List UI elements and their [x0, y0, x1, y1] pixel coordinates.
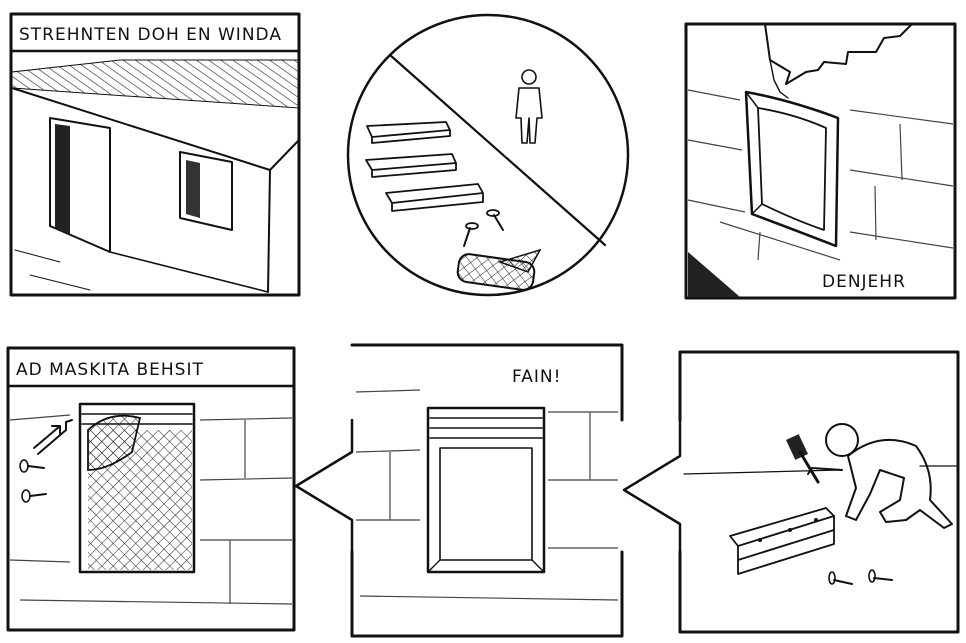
mesh-roll-illustration — [456, 250, 540, 291]
repaired-window-illustration — [428, 408, 544, 572]
person-icon — [516, 70, 542, 143]
panel-damage: DENJEHR — [686, 24, 955, 298]
brick-wall — [688, 90, 953, 260]
shadow-corner — [688, 252, 740, 297]
panel-4-caption: AD MASKITA BEHSIT — [16, 360, 204, 380]
nails-icon — [464, 210, 503, 246]
nails-icon — [829, 570, 892, 584]
screened-window-illustration — [80, 404, 194, 572]
panel-worker — [680, 352, 958, 632]
brick-wall — [356, 390, 618, 600]
panel-fixed-window: FAIN! — [352, 345, 622, 636]
panel-1-frame — [11, 14, 299, 295]
panel-screen-install: AD MASKITA BEHSIT — [8, 348, 294, 630]
flow-arrow-left-1 — [296, 420, 352, 552]
panel-3-caption: DENJEHR — [822, 272, 906, 292]
panel-1-caption: STREHNTEN DOH EN WINDA — [19, 25, 282, 45]
nails-icon — [20, 460, 46, 502]
panel-2-frame — [348, 15, 628, 295]
flow-arrow-left-2 — [624, 420, 680, 552]
damaged-window-illustration — [746, 92, 838, 246]
panel-materials — [348, 15, 628, 295]
crack-illustration — [765, 24, 912, 84]
boards-illustration — [366, 122, 483, 211]
panel-5-frame — [352, 345, 622, 636]
panel-5-caption: FAIN! — [512, 367, 561, 387]
panel-6-frame — [680, 352, 958, 632]
arrow-icon — [34, 420, 72, 454]
divider-line — [390, 55, 605, 245]
hammer-icon — [786, 434, 818, 482]
house-illustration — [12, 88, 299, 292]
boards-stack-illustration — [730, 508, 834, 574]
panel-house: STREHNTEN DOH EN WINDA — [11, 14, 299, 295]
